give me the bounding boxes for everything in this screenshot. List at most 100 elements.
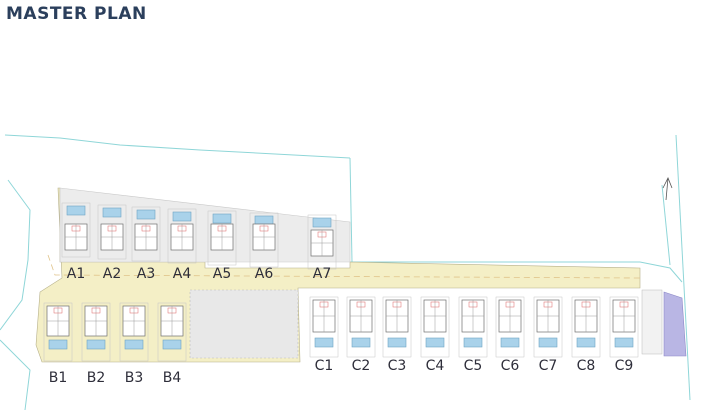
plot-a1[interactable] (61, 202, 91, 258)
plot-boundary (119, 302, 149, 362)
terrace-marker (543, 301, 553, 308)
terrace-marker (141, 225, 151, 232)
plot-boundary (458, 296, 488, 358)
pool (124, 339, 144, 350)
pool (102, 207, 122, 218)
pool (254, 215, 274, 226)
terrace-marker (505, 301, 515, 308)
plot-label-c6: C6 (500, 358, 520, 374)
plot-a5[interactable] (207, 210, 237, 266)
terrace-marker (167, 307, 177, 314)
plot-a4[interactable] (167, 208, 197, 264)
pool (463, 337, 483, 348)
pool (172, 211, 192, 222)
plot-b2[interactable] (81, 302, 111, 362)
plot-label-b1: B1 (48, 370, 68, 386)
plot-c9[interactable] (609, 296, 639, 358)
plot-label-c1: C1 (314, 358, 334, 374)
plot-label-a7: A7 (312, 266, 332, 282)
plot-boundary (309, 296, 339, 358)
terrace-marker (177, 225, 187, 232)
row-a-band (59, 187, 351, 263)
page-title: MASTER PLAN (6, 4, 147, 24)
plot-boundary (495, 296, 525, 358)
pool (312, 217, 332, 228)
pool (500, 337, 520, 348)
terrace-marker (468, 301, 478, 308)
plot-boundary (157, 302, 187, 362)
plot-b4[interactable] (157, 302, 187, 362)
plot-boundary (307, 214, 337, 270)
plot-label-b2: B2 (86, 370, 106, 386)
plot-label-c7: C7 (538, 358, 558, 374)
terrace-marker (319, 301, 329, 308)
pool (212, 213, 232, 224)
plot-label-c4: C4 (425, 358, 445, 374)
plot-label-a1: A1 (66, 266, 86, 282)
plot-boundary (249, 212, 279, 268)
pool (136, 209, 156, 220)
pool (66, 205, 86, 216)
plot-boundary (131, 206, 161, 262)
north-arrow-icon (662, 177, 673, 201)
plot-c1[interactable] (309, 296, 339, 358)
terrace-marker (107, 225, 117, 232)
plot-label-c8: C8 (576, 358, 596, 374)
plot-boundary (81, 302, 111, 362)
plot-label-b4: B4 (162, 370, 182, 386)
plot-boundary (167, 208, 197, 264)
terrace-marker (53, 307, 63, 314)
terrace-marker (217, 225, 227, 232)
plot-c8[interactable] (571, 296, 601, 358)
terrace-marker (619, 301, 629, 308)
plot-label-a2: A2 (102, 266, 122, 282)
plot-a2[interactable] (97, 204, 127, 260)
pool (425, 337, 445, 348)
plot-a3[interactable] (131, 206, 161, 262)
plot-c6[interactable] (495, 296, 525, 358)
plot-a7[interactable] (307, 214, 337, 270)
plot-b3[interactable] (119, 302, 149, 362)
pool (538, 337, 558, 348)
pool (351, 337, 371, 348)
parking-area (641, 289, 687, 357)
plot-label-c3: C3 (387, 358, 407, 374)
plot-c3[interactable] (382, 296, 412, 358)
terrace-marker (392, 301, 402, 308)
plot-boundary (346, 296, 376, 358)
plot-label-a6: A6 (254, 266, 274, 282)
site-boundary (0, 134, 691, 411)
plot-boundary (571, 296, 601, 358)
plot-label-b3: B3 (124, 370, 144, 386)
plot-boundary (609, 296, 639, 358)
plot-boundary (43, 302, 73, 362)
plot-label-a4: A4 (172, 266, 192, 282)
terrace-marker (581, 301, 591, 308)
terrace-marker (71, 225, 81, 232)
pool (387, 337, 407, 348)
pool (614, 337, 634, 348)
plot-boundary (533, 296, 563, 358)
plot-c4[interactable] (420, 296, 450, 358)
terrace-marker (356, 301, 366, 308)
plot-boundary (420, 296, 450, 358)
plot-a6[interactable] (249, 212, 279, 268)
pool (86, 339, 106, 350)
pool (314, 337, 334, 348)
house-footprints (43, 202, 639, 362)
plot-c7[interactable] (533, 296, 563, 358)
pool (162, 339, 182, 350)
plot-boundary (382, 296, 412, 358)
pool (576, 337, 596, 348)
plot-boundary (61, 202, 91, 258)
plot-boundary (97, 204, 127, 260)
plot-c5[interactable] (458, 296, 488, 358)
plot-b1[interactable] (43, 302, 73, 362)
pool (48, 339, 68, 350)
plot-boundary (207, 210, 237, 266)
plot-label-c2: C2 (351, 358, 371, 374)
terrace-marker (430, 301, 440, 308)
plot-c2[interactable] (346, 296, 376, 358)
plot-label-c9: C9 (614, 358, 634, 374)
